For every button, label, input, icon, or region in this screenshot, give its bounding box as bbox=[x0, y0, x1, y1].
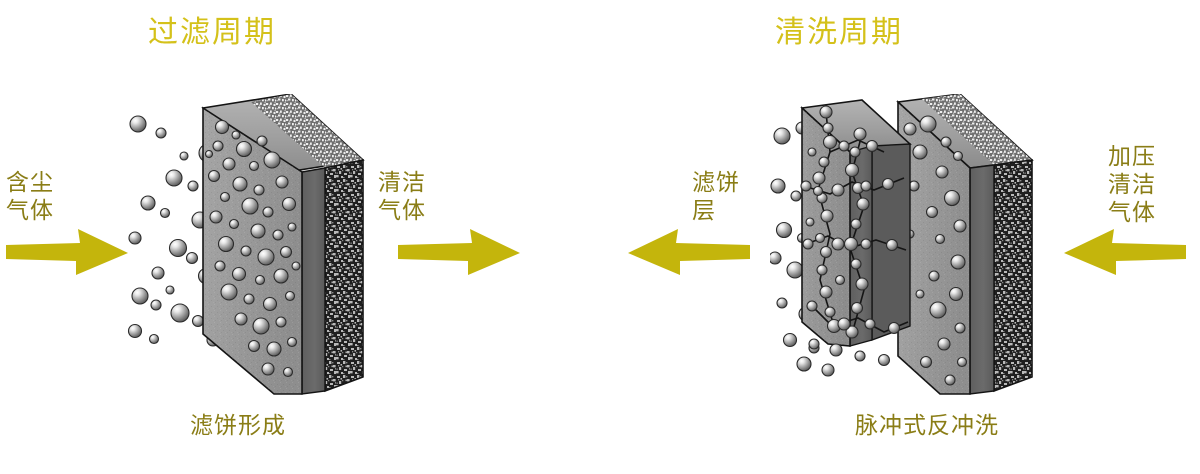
deposited-particles bbox=[204, 119, 301, 378]
arrow-cake-discharge bbox=[628, 228, 750, 276]
slab-outlet-face bbox=[324, 159, 364, 393]
slab-bevel-speckle-band-cleaning bbox=[922, 94, 1032, 165]
cake-layer-front-texture bbox=[802, 108, 850, 346]
arrow-left-icon bbox=[628, 229, 750, 275]
caption-cake-formation: 滤饼形成 bbox=[190, 412, 286, 438]
arrow-pressurized-gas-inlet bbox=[1064, 228, 1186, 276]
arrow-right-icon bbox=[6, 229, 128, 275]
particles-on-medium bbox=[903, 115, 968, 386]
slab-side-edge bbox=[301, 167, 326, 395]
label-dusty-gas-line-2: 气体 bbox=[6, 197, 54, 223]
label-clean-gas-line-2: 气体 bbox=[378, 197, 426, 223]
slab-outlet-face-cleaning bbox=[993, 159, 1033, 393]
label-pressurized-clean-gas-line-3: 气体 bbox=[1108, 199, 1156, 225]
panel-title-filtration: 过滤周期 bbox=[148, 16, 276, 49]
label-clean-gas: 清洁 气体 bbox=[378, 168, 426, 224]
cake-crack-particles bbox=[800, 105, 901, 367]
slab-bevel-speckle-band bbox=[251, 94, 363, 168]
panel-title-cleaning: 清洗周期 bbox=[775, 16, 903, 49]
slab-front-face-texture-cleaning bbox=[898, 102, 970, 394]
arrow-dusty-gas-inlet bbox=[6, 228, 128, 276]
filter-slab-cleaning bbox=[800, 94, 1034, 395]
label-pressurized-clean-gas-line-1: 加压 bbox=[1108, 143, 1156, 169]
filter-slab-filtration bbox=[201, 94, 365, 395]
label-cake-layer: 滤饼 层 bbox=[692, 168, 740, 224]
slab-side-edge-cleaning bbox=[969, 164, 995, 395]
arrow-left-icon bbox=[1064, 229, 1186, 275]
label-clean-gas-line-1: 清洁 bbox=[378, 169, 426, 195]
label-pressurized-clean-gas: 加压 清洁 气体 bbox=[1108, 142, 1156, 226]
arrow-clean-gas-outlet bbox=[398, 228, 520, 276]
label-cake-layer-line-1: 滤饼 bbox=[692, 169, 740, 195]
label-cake-layer-line-2: 层 bbox=[692, 197, 716, 223]
label-pressurized-clean-gas-line-2: 清洁 bbox=[1108, 171, 1156, 197]
caption-pulse-backwash: 脉冲式反冲洗 bbox=[855, 412, 999, 438]
label-dusty-gas: 含尘 气体 bbox=[6, 168, 54, 224]
label-dusty-gas-line-1: 含尘 bbox=[6, 169, 54, 195]
arrow-right-icon bbox=[398, 229, 520, 275]
